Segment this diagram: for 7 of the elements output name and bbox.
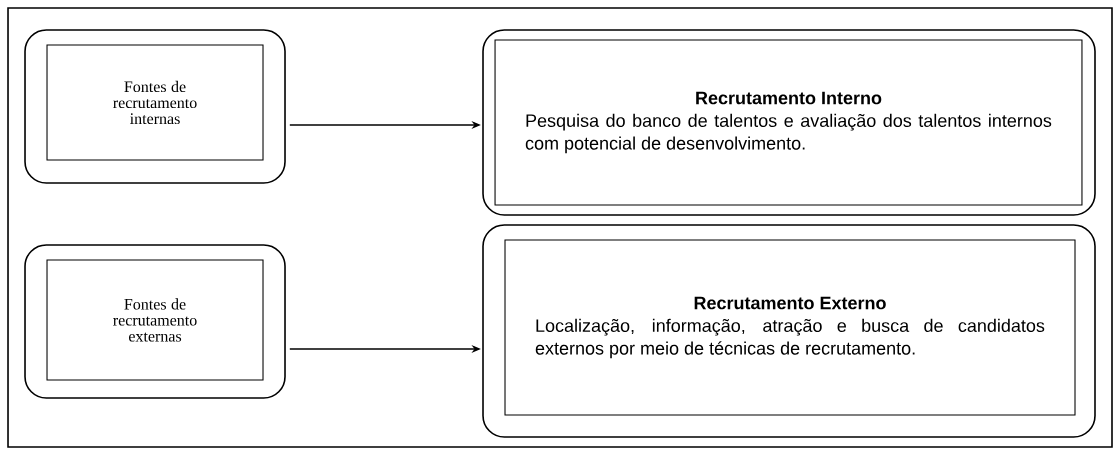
rounded-box — [24, 29, 286, 184]
text-box: Fontes de recrutamento externas — [46, 259, 264, 381]
text-box: Fontes de recrutamento internas — [46, 44, 264, 161]
text-box: Recrutamento Externo Localização, informação, atração e busca de candidatos externos por meio de técnicas de recrutamento. — [504, 239, 1076, 416]
rounded-box — [482, 224, 1096, 438]
text-box: Recrutamento Interno Pesquisa do banco de talentos e avaliação dos talentos internos com potencial de desenvolvimento. — [494, 39, 1083, 206]
rounded-box — [24, 244, 286, 399]
